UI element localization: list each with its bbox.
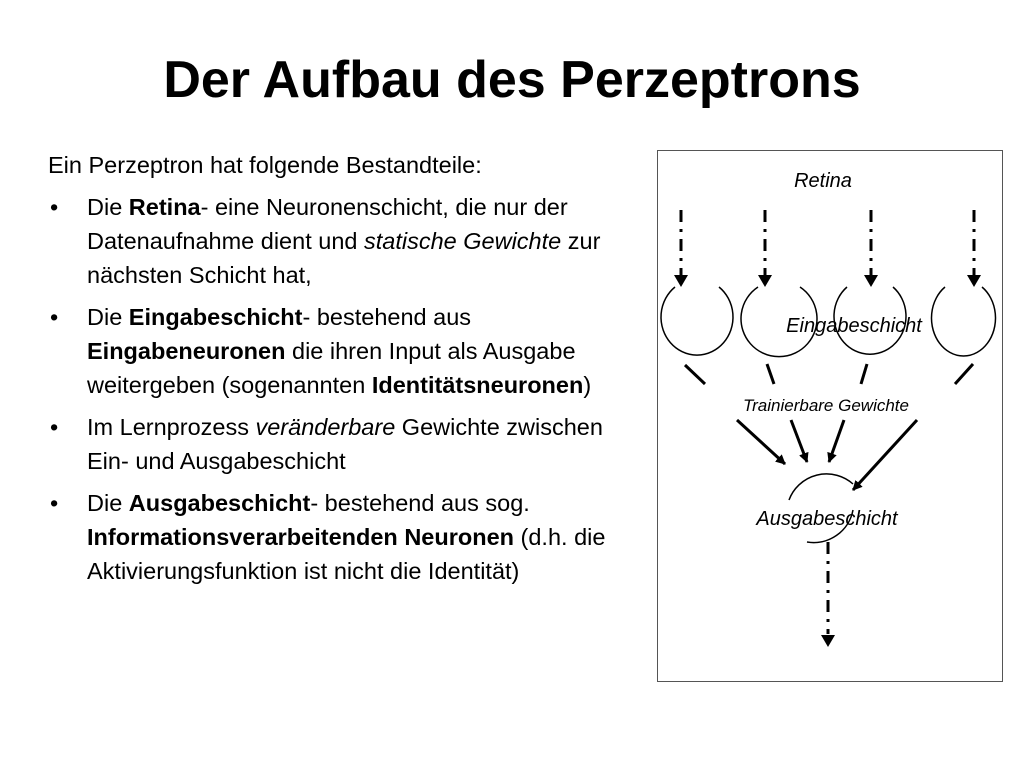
weight-4-arrow: [851, 418, 919, 492]
bullet-text: die ihren Input als Ausgabe weitergeben …: [87, 338, 576, 398]
bullet-retina: Die Retina- eine Neuronenschicht, die nu…: [48, 190, 638, 292]
bullet-emphasis: statische Gewichte: [364, 228, 562, 254]
input-neuron-2: [740, 286, 818, 358]
bullet-list: Die Retina- eine Neuronenschicht, die nu…: [48, 190, 638, 588]
intro-text: Ein Perzeptron hat folgende Bestandteile…: [48, 152, 482, 178]
bullet-output-layer: Die Ausgabeschicht- bestehend aus sog. I…: [48, 486, 638, 588]
perceptron-diagram-svg: Retina Eingabeschicht: [657, 150, 1003, 682]
bullet-text: Die: [87, 194, 129, 220]
retina-arrowhead-2: [758, 275, 772, 287]
retina-connections: [679, 210, 976, 276]
slide-content: Ein Perzeptron hat folgende Bestandteile…: [48, 148, 638, 596]
weights-lower: [735, 418, 919, 492]
output-neuron: [788, 473, 854, 544]
weight-2-upper: [765, 363, 776, 385]
weight-3-upper: [859, 363, 869, 385]
slide-title: Der Aufbau des Perzeptrons: [163, 51, 861, 109]
retina-arrowhead-4: [967, 275, 981, 287]
diagram-frame: [657, 150, 1003, 682]
retina-arrowhead-1: [674, 275, 688, 287]
bullet-emphasis: veränderbare: [255, 414, 396, 440]
output-layer-label: Ausgabeschicht: [755, 508, 899, 530]
bullet-text: zur nächsten Schicht hat,: [87, 228, 601, 288]
weight-3-arrow: [827, 419, 846, 463]
bullet-keyword: Identitätsneuronen: [371, 372, 584, 398]
bullet-text: Die: [87, 304, 129, 330]
bullet-input-layer: Die Eingabeschicht- bestehend aus Eingab…: [48, 300, 638, 402]
retina-label: Retina: [794, 170, 852, 192]
bullet-text: - eine Neuronenschicht, die nur der Date…: [87, 194, 568, 254]
bullet-text: - bestehend aus sog.: [310, 490, 530, 516]
input-neuron-1: [660, 286, 734, 356]
bullet-text: (d.h. die Aktivierungsfunktion ist nicht…: [87, 524, 606, 584]
bullet-keyword: Informationsverarbeitenden Neuronen: [87, 524, 514, 550]
bullet-keyword: Ausgabeschicht: [128, 490, 311, 516]
bullet-weights: Im Lernprozess veränderbare Gewichte zwi…: [48, 410, 638, 478]
bullet-keyword: Retina: [128, 194, 201, 220]
weight-4-upper: [953, 362, 975, 386]
bullet-keyword: Eingabeschicht: [128, 304, 303, 330]
output-arrowhead: [821, 635, 835, 647]
bullet-text: Im Lernprozess: [87, 414, 256, 440]
input-neurons: [660, 286, 997, 358]
retina-arrowheads: [674, 275, 981, 287]
input-neuron-4: [930, 286, 997, 357]
weight-1-arrow: [735, 418, 787, 466]
input-layer-label: Eingabeschicht: [786, 315, 923, 337]
bullet-text: - bestehend aus: [302, 304, 472, 330]
perceptron-diagram: Retina Eingabeschicht: [657, 150, 1003, 682]
retina-arrowhead-3: [864, 275, 878, 287]
bullet-keyword: Eingabeneuronen: [87, 338, 286, 364]
weight-2-arrow: [789, 419, 809, 463]
input-neuron-3: [833, 286, 907, 355]
weights-upper: [683, 362, 975, 386]
bullet-text: Die: [87, 490, 129, 516]
bullet-text: Gewichte zwischen Ein- und Ausgabeschich…: [87, 414, 603, 474]
weight-1-upper: [683, 363, 707, 386]
weights-label: Trainierbare Gewichte: [743, 396, 909, 415]
bullet-text: ): [583, 372, 592, 398]
